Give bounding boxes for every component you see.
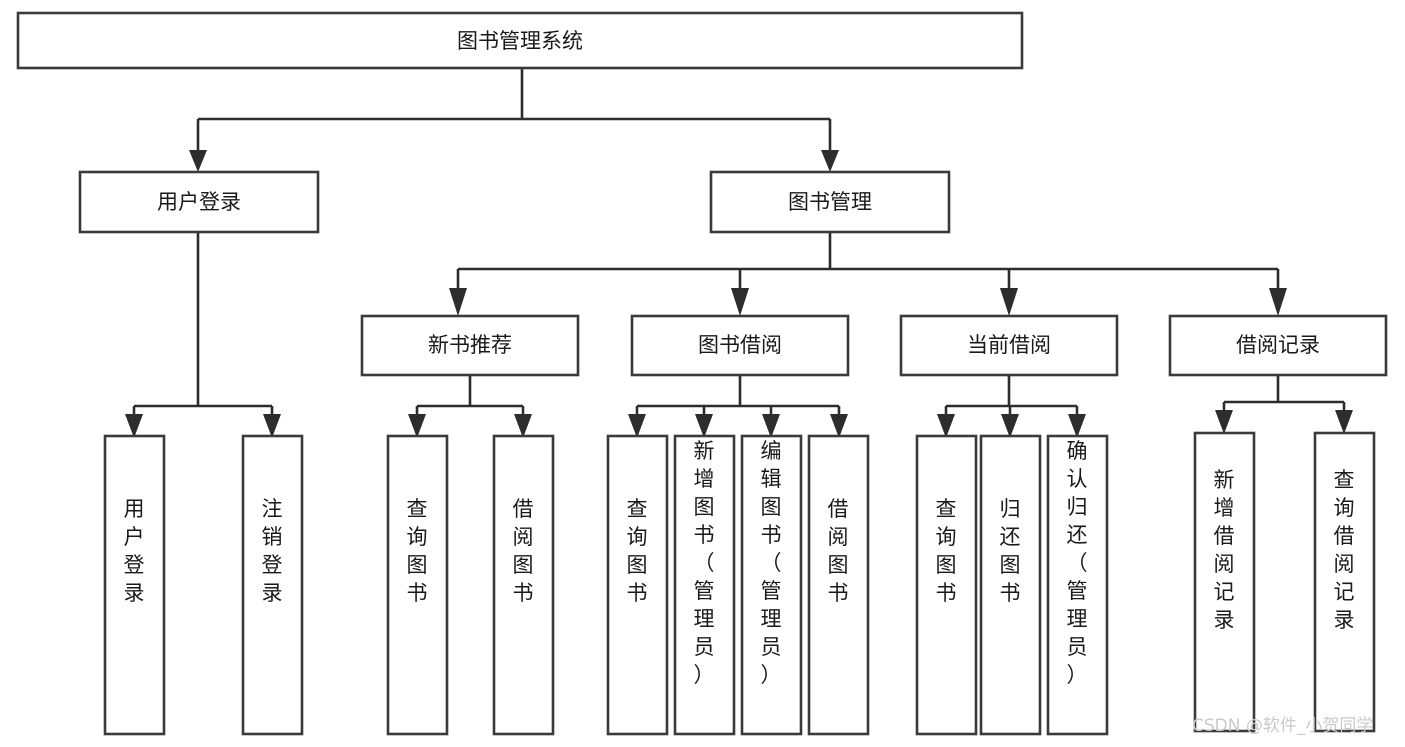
leaf-return-book-box[interactable] xyxy=(979,434,1042,736)
arrow-to-book-borrow xyxy=(731,288,749,316)
leaf-borrow-book-2-label: 借阅图书 xyxy=(828,497,849,605)
book-borrow-box[interactable] xyxy=(630,314,850,377)
leaf-query-record-box[interactable] xyxy=(1313,431,1376,733)
leaf-user-login-label: 用户登录 xyxy=(124,497,145,605)
node-current-borrow[interactable]: 当前借阅 xyxy=(899,314,1119,377)
leaf-return-book-label: 归还图书 xyxy=(1000,497,1021,605)
arrow-leaf-query-record xyxy=(1335,410,1353,434)
leaf-edit-book-label: 编辑图书（管理员） xyxy=(761,439,782,687)
arrow-to-new-book-recommend xyxy=(449,288,467,316)
leaf-borrow-book-1-box[interactable] xyxy=(492,434,555,736)
node-leaf-add-book[interactable]: 新增图书（管理员） xyxy=(673,434,736,736)
user-login-box[interactable] xyxy=(78,170,320,234)
node-leaf-return-book[interactable]: 归还图书 xyxy=(979,434,1042,736)
node-book-manage[interactable]: 图书管理 xyxy=(709,170,951,234)
leaf-add-book-box[interactable] xyxy=(673,434,736,736)
node-leaf-user-login[interactable]: 用户登录 xyxy=(103,434,166,736)
node-root[interactable]: 图书管理系统 xyxy=(16,11,1024,70)
arrow-leaf-borrow-book-2 xyxy=(830,414,848,438)
leaf-query-book-3-label: 查询图书 xyxy=(936,497,957,605)
arrow-leaf-query-book-3 xyxy=(937,414,955,438)
node-leaf-query-record[interactable]: 查询借阅记录 xyxy=(1313,431,1376,733)
node-leaf-confirm-return[interactable]: 确认归还（管理员） xyxy=(1046,434,1109,736)
book-manage-box[interactable] xyxy=(709,170,951,234)
arrow-leaf-edit-book xyxy=(762,414,780,438)
new-book-recommend-label: 新书推荐 xyxy=(428,333,512,357)
arrow-to-user-login xyxy=(189,150,207,172)
leaf-add-record-label: 新增借阅记录 xyxy=(1214,468,1235,632)
book-borrow-label: 图书借阅 xyxy=(698,333,782,357)
leaf-query-book-2-box[interactable] xyxy=(606,434,669,736)
csdn-watermark: CSDN @软件_小贺同学 xyxy=(1192,716,1373,736)
node-new-book-recommend[interactable]: 新书推荐 xyxy=(360,314,580,377)
arrow-leaf-add-book xyxy=(695,414,713,438)
leaf-query-book-2-label: 查询图书 xyxy=(627,497,648,605)
node-leaf-user-logout[interactable]: 注销登录 xyxy=(241,434,304,736)
arrow-leaf-user-logout xyxy=(263,414,281,438)
node-book-borrow[interactable]: 图书借阅 xyxy=(630,314,850,377)
root-box[interactable] xyxy=(16,11,1024,70)
leaf-user-logout-box[interactable] xyxy=(241,434,304,736)
arrow-to-book-manage xyxy=(821,150,839,172)
node-leaf-borrow-book-1[interactable]: 借阅图书 xyxy=(492,434,555,736)
leaf-borrow-book-2-box[interactable] xyxy=(807,434,870,736)
user-login-label: 用户登录 xyxy=(157,190,241,214)
node-leaf-query-book-3[interactable]: 查询图书 xyxy=(915,434,978,736)
node-user-login[interactable]: 用户登录 xyxy=(78,170,320,234)
arrow-leaf-return-book xyxy=(1001,414,1019,438)
node-leaf-edit-book[interactable]: 编辑图书（管理员） xyxy=(740,434,803,736)
leaf-confirm-return-label: 确认归还（管理员） xyxy=(1067,439,1088,687)
arrow-leaf-query-book-2 xyxy=(628,414,646,438)
arrow-leaf-user-login xyxy=(125,414,143,438)
node-leaf-add-record[interactable]: 新增借阅记录 xyxy=(1193,431,1256,733)
leaf-add-record-box[interactable] xyxy=(1193,431,1256,733)
arrow-leaf-borrow-book-1 xyxy=(514,414,532,438)
arrow-to-current-borrow xyxy=(1000,288,1018,316)
borrow-record-label: 借阅记录 xyxy=(1236,333,1320,357)
leaf-add-book-label: 新增图书（管理员） xyxy=(694,439,715,687)
current-borrow-box[interactable] xyxy=(899,314,1119,377)
node-leaf-query-book-2[interactable]: 查询图书 xyxy=(606,434,669,736)
root-label: 图书管理系统 xyxy=(457,29,583,53)
new-book-recommend-box[interactable] xyxy=(360,314,580,377)
arrow-to-borrow-record xyxy=(1269,288,1287,316)
book-manage-label: 图书管理 xyxy=(788,190,872,214)
leaf-edit-book-box[interactable] xyxy=(740,434,803,736)
leaf-query-book-3-box[interactable] xyxy=(915,434,978,736)
borrow-record-box[interactable] xyxy=(1168,314,1388,377)
leaf-confirm-return-box[interactable] xyxy=(1046,434,1109,736)
leaf-borrow-book-1-label: 借阅图书 xyxy=(513,497,534,605)
current-borrow-label: 当前借阅 xyxy=(967,333,1051,357)
node-borrow-record[interactable]: 借阅记录 xyxy=(1168,314,1388,377)
leaf-query-record-label: 查询借阅记录 xyxy=(1334,468,1355,632)
leaf-query-book-1-label: 查询图书 xyxy=(407,497,428,605)
arrow-leaf-confirm-return xyxy=(1068,414,1086,438)
arrow-leaf-add-record xyxy=(1215,410,1233,434)
connector-layer xyxy=(125,68,1353,438)
leaf-user-login-box[interactable] xyxy=(103,434,166,736)
node-leaf-borrow-book-2[interactable]: 借阅图书 xyxy=(807,434,870,736)
leaf-query-book-1-box[interactable] xyxy=(386,434,449,736)
arrow-leaf-query-book-1 xyxy=(408,414,426,438)
leaf-user-logout-label: 注销登录 xyxy=(262,497,283,605)
node-leaf-query-book-1[interactable]: 查询图书 xyxy=(386,434,449,736)
